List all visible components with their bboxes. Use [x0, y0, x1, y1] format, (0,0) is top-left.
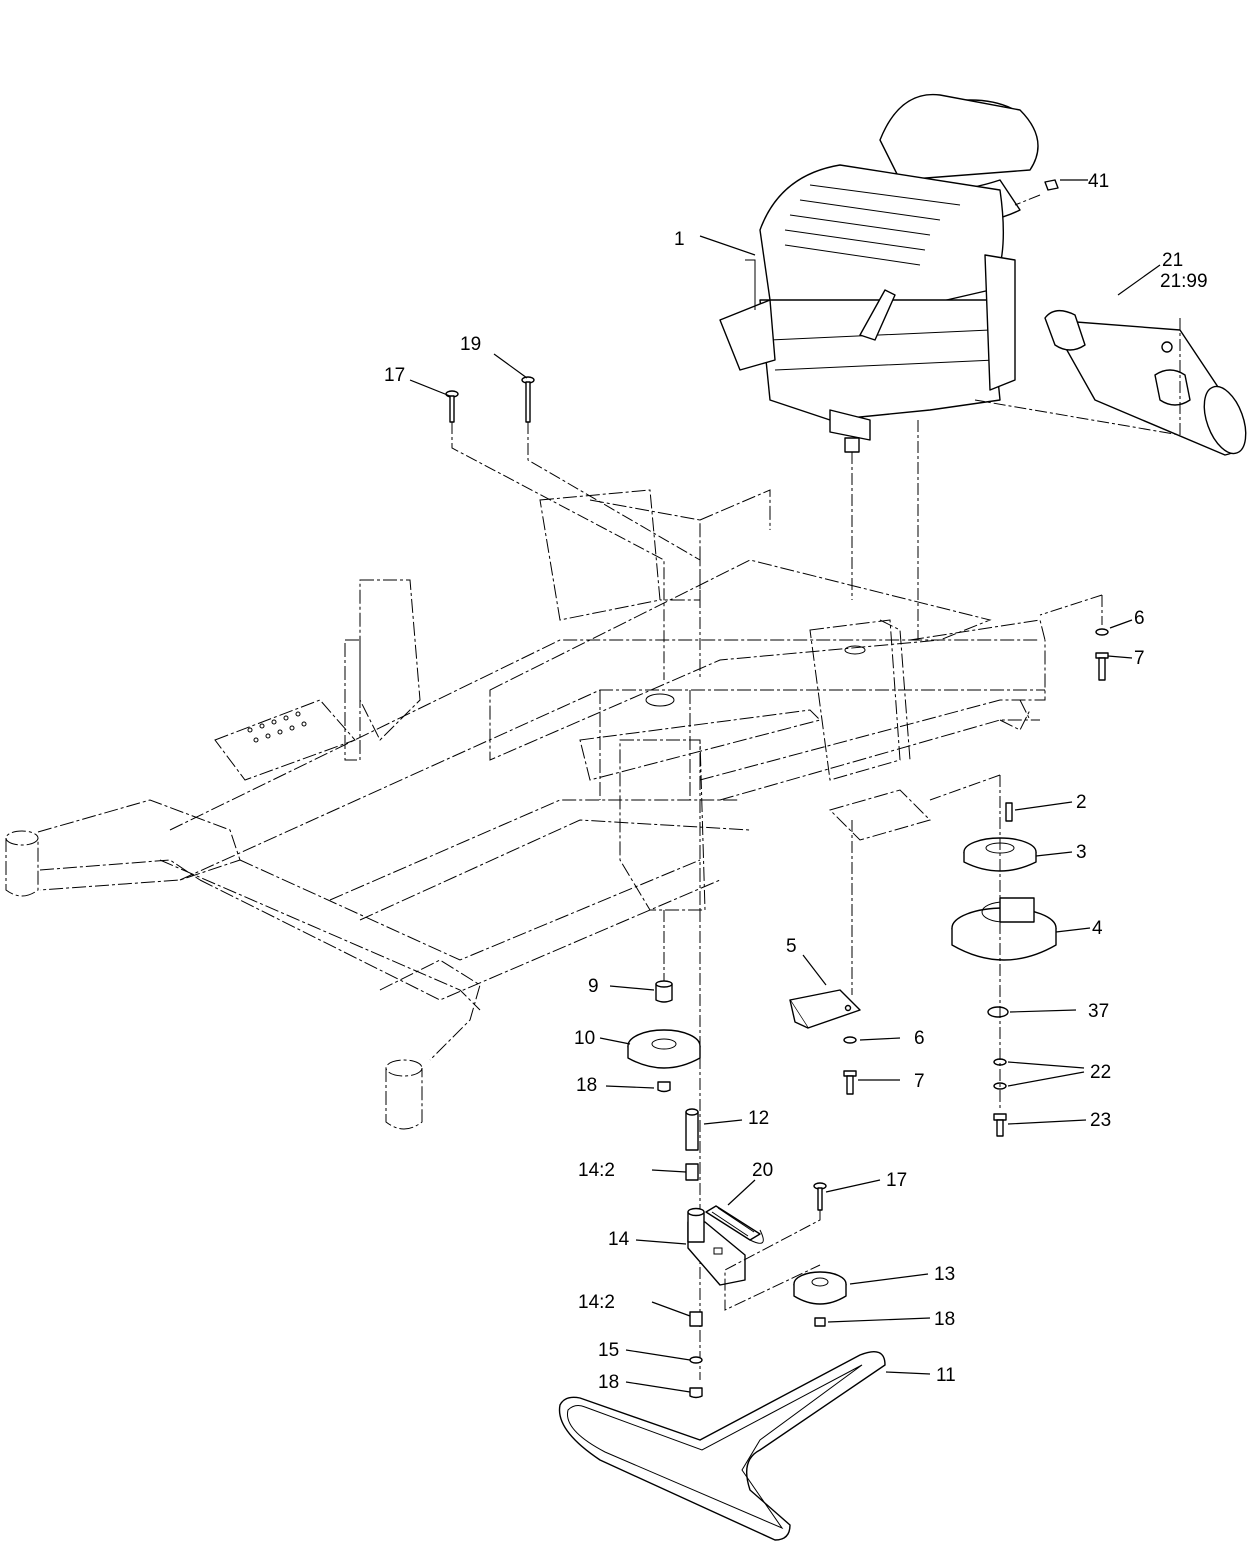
- callout-labels: 1 41 21 21:99 17 19 6 7 2 3 4 5 37 22 23…: [384, 171, 1208, 1393]
- clutch-phantom-line-2: [929, 774, 1001, 801]
- callout-18-left: 18: [576, 1075, 597, 1096]
- callout-23: 23: [1090, 1110, 1111, 1131]
- muffler: [1044, 310, 1247, 456]
- callout-5: 5: [786, 936, 797, 957]
- callout-37: 37: [1088, 1001, 1109, 1022]
- callout-11: 11: [936, 1365, 956, 1386]
- bolts-17-19: [445, 376, 535, 423]
- callout-12: 12: [748, 1108, 769, 1129]
- idler-13-phantom-line: [724, 1210, 821, 1311]
- callout-22: 22: [1090, 1062, 1111, 1083]
- idler-13: [793, 1182, 847, 1327]
- callout-14-2-top: 14:2: [578, 1160, 615, 1181]
- fitting-41: [1044, 179, 1059, 191]
- idler-stack: [627, 980, 764, 1399]
- callout-18-bottom: 18: [598, 1372, 619, 1393]
- callout-3: 3: [1076, 842, 1087, 863]
- callout-7-mid: 7: [914, 1071, 925, 1092]
- callout-15: 15: [598, 1340, 619, 1361]
- callout-13: 13: [934, 1264, 955, 1285]
- fitting-phantom-line: [1014, 194, 1041, 206]
- muffler-phantom-line: [974, 318, 1181, 436]
- chassis-frame: [5, 489, 1046, 1130]
- callout-20: 20: [752, 1160, 773, 1181]
- bolt-19-phantom-line: [527, 422, 701, 680]
- callout-21: 21: [1162, 250, 1183, 271]
- callout-17-top: 17: [384, 365, 405, 386]
- callout-41: 41: [1088, 171, 1109, 192]
- drive-belt: [558, 1351, 886, 1541]
- callout-17-bottom: 17: [886, 1170, 907, 1191]
- callout-14: 14: [608, 1229, 630, 1250]
- washer-bolt-6-7-mid: [843, 1036, 857, 1095]
- callout-21-99: 21:99: [1160, 271, 1208, 292]
- callout-2: 2: [1076, 792, 1087, 813]
- engine-assembly: [719, 93, 1039, 453]
- bracket-5: [789, 989, 861, 1029]
- washer-bolt-6-7-top: [1095, 628, 1109, 681]
- callout-leaders: [409, 179, 1161, 1393]
- callout-10: 10: [574, 1028, 595, 1049]
- callout-4: 4: [1092, 918, 1103, 939]
- callout-6-top: 6: [1134, 608, 1145, 629]
- callout-14-2-bottom: 14:2: [578, 1292, 615, 1313]
- clutch-stack: [951, 802, 1057, 1137]
- washer-6-phantom-line: [1039, 594, 1103, 625]
- callout-7-top: 7: [1134, 648, 1145, 669]
- bolt-17-phantom-line: [451, 422, 665, 680]
- callout-18-right: 18: [934, 1309, 955, 1330]
- callout-19: 19: [460, 334, 481, 355]
- callout-9: 9: [588, 976, 599, 997]
- callout-1: 1: [674, 229, 685, 250]
- callout-6-mid: 6: [914, 1028, 925, 1049]
